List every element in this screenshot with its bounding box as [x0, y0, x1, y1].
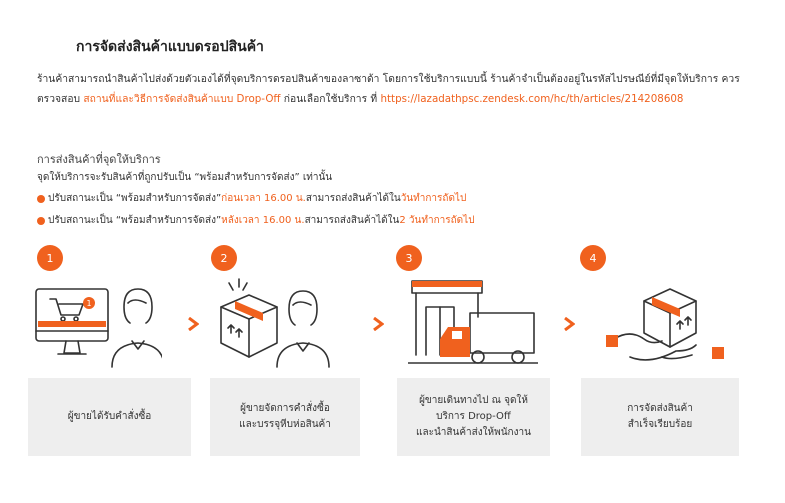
chevron-right-icon	[373, 317, 384, 331]
step-number-4: 4	[580, 245, 606, 271]
step-number-3: 3	[396, 245, 422, 271]
step-1-label-box: ผู้ขายได้รับคำสั่งซื้อ	[28, 378, 191, 456]
dropoff-truck-illustration-icon	[408, 280, 538, 364]
intro-text-2: ก่อนเลือกใช้บริการ ที่	[280, 93, 381, 105]
help-article-link[interactable]: https://lazadathpsc.zendesk.com/hc/th/ar…	[380, 93, 684, 105]
step-4-label-box: การจัดส่งสินค้า สำเร็จเรียบร้อย	[581, 378, 739, 456]
step-number-1: 1	[37, 245, 63, 271]
page-title: การจัดส่งสินค้าแบบดรอปสินค้า	[76, 39, 264, 55]
bullet-after-cutoff: ปรับสถานะเป็น “พร้อมสำหรับการจัดส่ง” หลั…	[37, 213, 475, 228]
dropoff-info-link[interactable]: สถานที่และวิธีการจัดส่งสินค้าแบบ Drop-Of…	[83, 93, 281, 105]
step-2-label-box: ผู้ขายจัดการคำสั่งซื้อ และบรรจุหีบห่อสิน…	[210, 378, 360, 456]
bullet-dot-icon	[37, 216, 45, 225]
dropoff-condition-text: จุดให้บริการจะรับสินค้าที่ถูกปรับเป็น “พ…	[37, 172, 333, 183]
packing-illustration-icon	[220, 278, 330, 368]
subheading: การส่งสินค้าที่จุดให้บริการ	[37, 153, 161, 166]
chevron-right-icon	[188, 317, 199, 331]
bullet-dot-icon	[37, 194, 45, 203]
intro-text-1: ร้านค้าสามารถนำสินค้าไปส่งด้วยตัวเองได้ท…	[37, 73, 740, 105]
chevron-right-icon	[564, 317, 575, 331]
intro-paragraph: ร้านค้าสามารถนำสินค้าไปส่งด้วยตัวเองได้ท…	[37, 69, 757, 109]
step-3-label-box: ผู้ขายเดินทางไป ณ จุดให้ บริการ Drop-Off…	[397, 378, 550, 456]
bullet-before-cutoff: ปรับสถานะเป็น “พร้อมสำหรับการจัดส่ง” ก่อ…	[37, 191, 466, 206]
svg-text:1: 1	[86, 299, 91, 308]
step-number-2: 2	[211, 245, 237, 271]
order-received-illustration-icon: 1	[35, 288, 162, 368]
delivery-complete-illustration-icon	[606, 288, 724, 361]
